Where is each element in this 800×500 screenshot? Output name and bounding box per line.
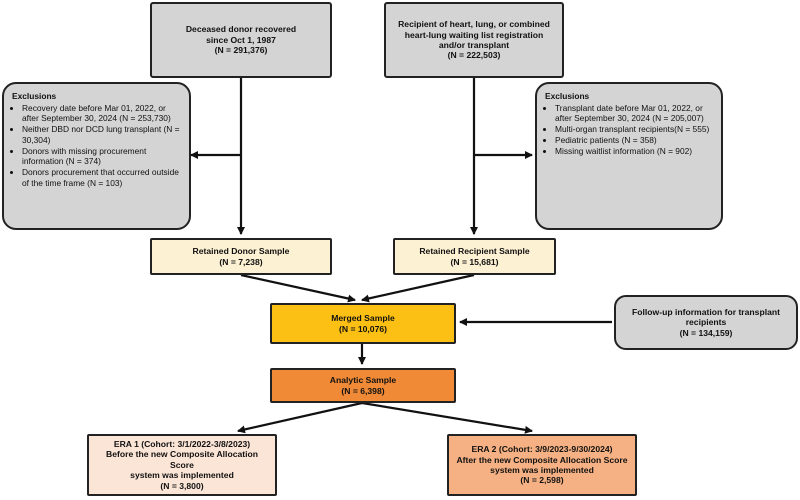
arrow-donor-to-merged: [240, 273, 356, 303]
era2-line1: ERA 2 (Cohort: 3/9/2023-9/30/2024): [471, 444, 613, 455]
donor-source-line2: since Oct 1, 1987: [206, 34, 276, 45]
donor-source-box: Deceased donor recovered since Oct 1, 19…: [150, 2, 332, 78]
followup-box: Follow-up information for transplant rec…: [614, 295, 798, 350]
donor-exclusions-box: Exclusions Recovery date before Mar 01, …: [2, 82, 191, 230]
donor-exclusion-item: Donors with missing procurement informat…: [22, 146, 181, 167]
merged-title: Merged Sample: [331, 313, 395, 324]
era1-line3: system was implemented: [130, 470, 234, 481]
era1-box: ERA 1 (Cohort: 3/1/2022-3/8/2023) Before…: [87, 434, 277, 496]
recipient-exclusions-box: Exclusions Transplant date before Mar 01…: [535, 82, 723, 230]
recipient-source-box: Recipient of heart, lung, or combined he…: [384, 2, 564, 78]
merged-count: (N = 10,076): [338, 323, 387, 334]
analytic-count: (N = 6,398): [341, 385, 385, 396]
recipient-source-line3: and/or transplant: [438, 40, 510, 50]
donor-source-count: (N = 291,376): [214, 45, 268, 56]
era2-line3: system was implemented: [490, 465, 594, 475]
recipient-source-line2: heart-lung waiting list registration: [404, 29, 544, 40]
analytic-title: Analytic Sample: [329, 375, 397, 386]
retained-donor-title: Retained Donor Sample: [192, 246, 290, 257]
recipient-exclusion-item: Missing waitlist information (N = 902): [555, 146, 713, 157]
donor-exclusion-item: Donors procurement that occurred outside…: [22, 167, 181, 188]
era1-count: (N = 3,800): [160, 480, 204, 491]
arrow-analytic-to-era1: [237, 401, 363, 434]
donor-exclusions-title: Exclusions: [12, 91, 57, 101]
recipient-exclusion-item: Transplant date before Mar 01, 2022, or …: [555, 103, 713, 124]
donor-exclusions-list: Recovery date before Mar 01, 2022, or af…: [12, 103, 181, 189]
followup-count: (N = 134,159): [679, 327, 733, 338]
recipient-exclusion-item: Pediatric patients (N = 358): [555, 135, 713, 146]
recipient-source-line1: Recipient of heart, lung, or combined: [398, 19, 550, 30]
recipient-exclusions-title: Exclusions: [545, 91, 590, 101]
followup-line2: recipients: [685, 317, 727, 328]
retained-donor-box: Retained Donor Sample (N = 7,238): [150, 238, 332, 275]
donor-exclusion-item: Neither DBD nor DCD lung transplant (N =…: [22, 124, 181, 145]
era1-line1: ERA 1 (Cohort: 3/1/2022-3/8/2023): [113, 438, 251, 449]
era1-line2: Before the new Composite Allocation Scor…: [106, 449, 258, 470]
retained-donor-count: (N = 7,238): [219, 256, 263, 267]
donor-source-line1: Deceased donor recovered: [185, 24, 297, 35]
retained-recipient-title: Retained Recipient Sample: [419, 246, 530, 257]
recipient-exclusion-item: Multi-organ transplant recipients(N = 55…: [555, 124, 713, 135]
donor-exclusion-item: Recovery date before Mar 01, 2022, or af…: [22, 103, 181, 124]
recipient-source-count: (N = 222,503): [447, 50, 501, 61]
analytic-sample-box: Analytic Sample (N = 6,398): [270, 368, 456, 403]
retained-recipient-count: (N = 15,681): [450, 256, 499, 267]
merged-sample-box: Merged Sample (N = 10,076): [270, 303, 456, 344]
era2-box: ERA 2 (Cohort: 3/9/2023-9/30/2024) After…: [447, 434, 637, 496]
era2-line2: After the new Composite Allocation Score: [456, 454, 628, 465]
arrow-analytic-to-era2: [361, 401, 533, 434]
retained-recipient-box: Retained Recipient Sample (N = 15,681): [393, 238, 556, 275]
arrow-recipient-to-merged: [361, 273, 475, 303]
era2-count: (N = 2,598): [520, 475, 564, 486]
recipient-exclusions-list: Transplant date before Mar 01, 2022, or …: [545, 103, 713, 157]
followup-line1: Follow-up information for transplant: [632, 306, 780, 317]
